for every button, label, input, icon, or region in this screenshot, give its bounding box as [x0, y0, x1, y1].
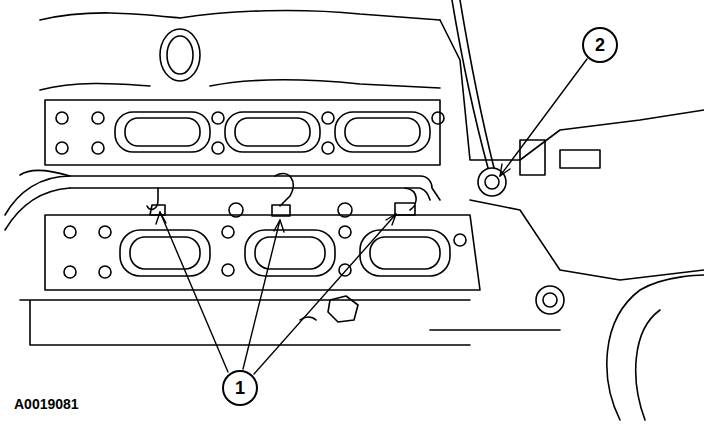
front-cover: [440, 20, 704, 280]
intake-port: [125, 118, 200, 146]
callout-number: 2: [595, 36, 605, 54]
sensor: [478, 168, 506, 196]
injector-clips: [147, 174, 416, 216]
intake-port: [235, 118, 310, 146]
head-flange: [45, 215, 480, 290]
manifold-flange: [45, 100, 440, 165]
boss: [536, 286, 564, 314]
head-port: [245, 230, 335, 276]
figure-code: A0019081: [14, 396, 79, 412]
head-port: [120, 230, 210, 276]
boss: [543, 293, 557, 307]
bracket: [520, 140, 600, 175]
pulley: [607, 275, 704, 420]
head-port: [370, 237, 440, 269]
casting-outline: [40, 80, 440, 90]
head-port: [130, 237, 200, 269]
hex-bolt: [328, 296, 358, 322]
upper-port: [167, 36, 193, 74]
fuel-line: [5, 176, 70, 230]
sensor: [485, 175, 499, 189]
head-port: [360, 230, 450, 276]
callout-circle: 2: [582, 27, 618, 63]
intake-port: [115, 112, 210, 152]
head-port: [255, 237, 325, 269]
bolt-holes: [56, 112, 444, 154]
intake-port: [345, 118, 420, 146]
casting-outline: [40, 11, 440, 20]
engine-block: [430, 329, 560, 331]
callout-number: 1: [235, 379, 245, 397]
sensor-wire: [452, 0, 494, 168]
intake-port: [335, 112, 430, 152]
fuel-rail: [20, 171, 440, 200]
head-bolts: [64, 203, 466, 278]
leader-lines: [156, 59, 587, 374]
callout-circle: 1: [222, 370, 258, 406]
upper-port: [160, 29, 200, 81]
engine-block: [20, 300, 470, 345]
intake-port: [225, 112, 320, 152]
